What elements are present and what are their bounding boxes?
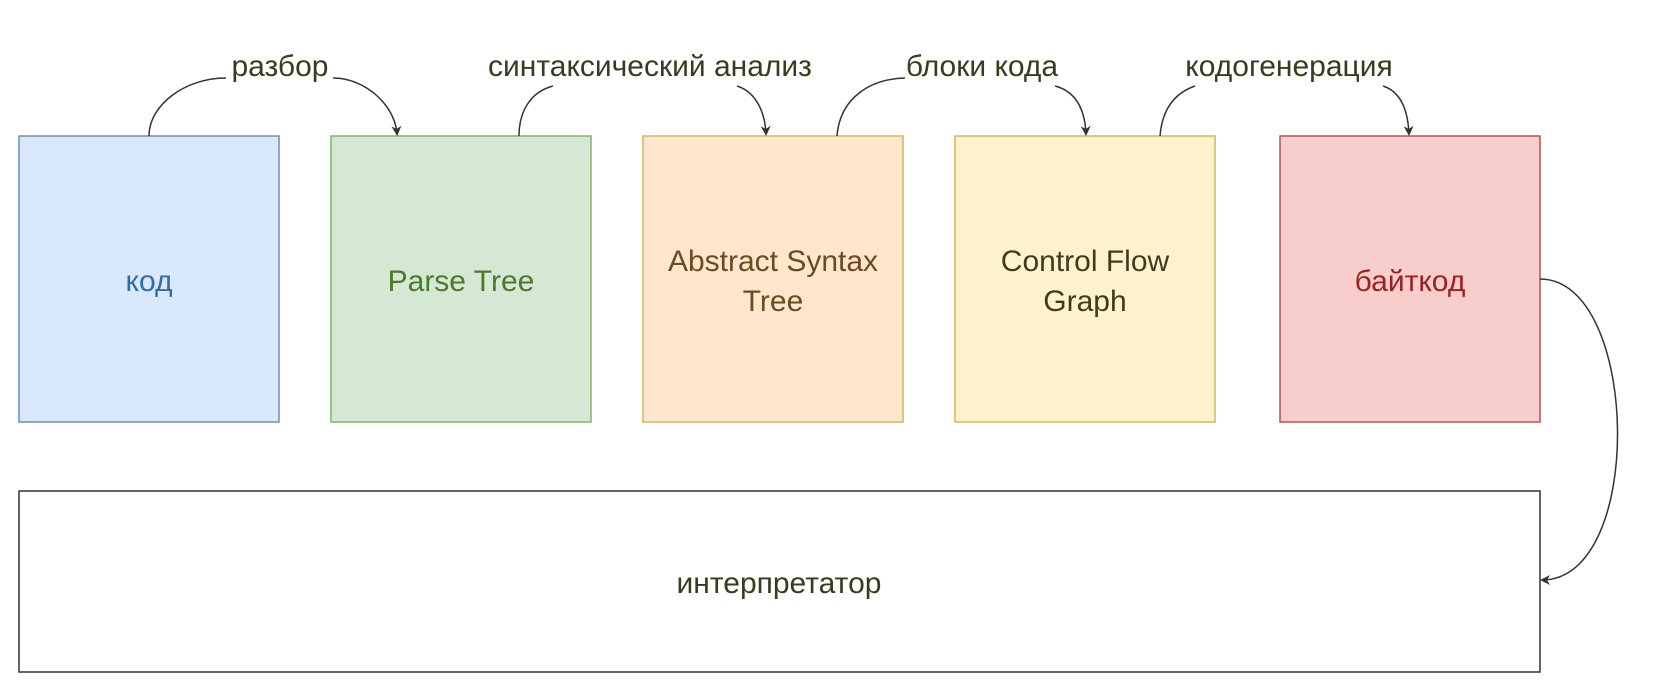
node-interpreter-label: интерпретатор (677, 567, 882, 600)
edge-syntax-analysis: синтаксический анализ (488, 50, 812, 136)
node-code-label: код (126, 265, 173, 298)
edge-code-blocks-label: блоки кода (906, 50, 1059, 83)
node-code-box (18, 135, 280, 423)
node-parse-tree-label: Parse Tree (388, 265, 535, 298)
node-interpreter: интерпретатор (18, 490, 1541, 673)
node-cfg: Control Flow Graph (954, 135, 1216, 423)
node-ast-label-line1: Abstract Syntax (668, 245, 878, 278)
edge-codegen-label: кодогенерация (1185, 50, 1392, 83)
node-parse-tree-box (330, 135, 592, 423)
node-code: код (18, 135, 280, 423)
node-cfg-label-line1: Control Flow (1001, 245, 1170, 278)
node-parse-tree: Parse Tree (330, 135, 592, 423)
node-ast-label-line2: Tree (743, 285, 804, 318)
edge-code-blocks-line (836, 77, 1086, 136)
node-bytecode-label: байткод (1355, 265, 1466, 298)
node-bytecode: байткод (1279, 135, 1541, 423)
edge-parsing: разбор (148, 50, 397, 136)
edge-code-blocks: блоки кода (836, 50, 1086, 136)
edge-bytecode-to-interpreter (1539, 278, 1619, 585)
edge-codegen-line (1159, 85, 1409, 136)
node-cfg-box (954, 135, 1216, 423)
node-ast-box (642, 135, 904, 423)
edge-syntax-analysis-label: синтаксический анализ (488, 50, 812, 83)
edge-bytecode-to-interpreter-line (1539, 278, 1619, 585)
edge-syntax-analysis-line (518, 85, 766, 136)
node-ast: Abstract Syntax Tree (642, 135, 904, 423)
node-cfg-label-line2: Graph (1043, 285, 1126, 318)
edge-parsing-line (148, 77, 397, 136)
edge-codegen: кодогенерация (1159, 50, 1409, 136)
edge-parsing-label: разбор (231, 50, 328, 83)
node-interpreter-box (18, 490, 1541, 673)
